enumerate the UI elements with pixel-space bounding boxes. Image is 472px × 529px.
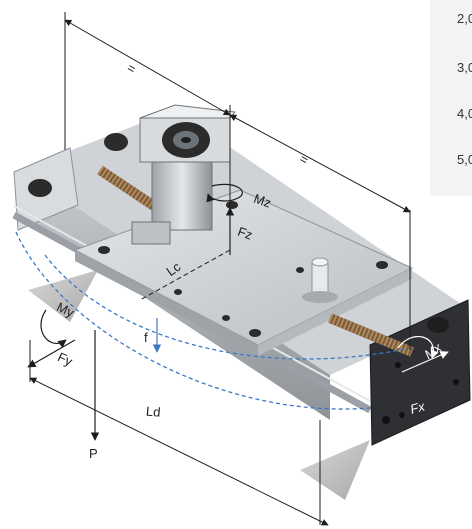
- carriage-plate-side: [75, 250, 258, 356]
- side-list-item: 2,0: [457, 11, 472, 26]
- plate-holes: [98, 201, 388, 337]
- label-eq-top: =: [125, 60, 139, 77]
- lead-screw-right: [328, 313, 414, 357]
- end-block-holes: [382, 362, 459, 424]
- label-fy: Fy: [55, 349, 75, 369]
- label-fx: Fx: [408, 398, 426, 416]
- label-mz: Mz: [252, 191, 273, 211]
- mz-arc: [206, 183, 243, 203]
- label-p: P: [89, 446, 98, 461]
- label-fz: Fz: [236, 224, 255, 243]
- right-support: [300, 440, 370, 500]
- dimension-line-top: [64, 19, 231, 116]
- label-my: My: [54, 299, 76, 320]
- side-list-item: 5,0: [457, 152, 472, 167]
- lc-dashed-line: [139, 249, 231, 301]
- end-cap-knob: [28, 179, 52, 197]
- fy-arrow: [27, 339, 76, 368]
- mx-arc: [397, 336, 439, 359]
- side-list-item: 4,0: [457, 106, 472, 121]
- side-list-panel: 2,0 3,0 4,0 5,0: [430, 0, 472, 196]
- deflection-curve: [44, 254, 411, 360]
- fx-arrow: [401, 351, 449, 373]
- dimension-line-ld: [29, 377, 329, 526]
- load-post: [302, 257, 338, 303]
- lead-screw-left: [97, 165, 163, 215]
- end-cap-knob: [427, 317, 449, 333]
- end-cap-knob: [104, 133, 128, 151]
- side-list-item: 3,0: [457, 60, 472, 75]
- deflection-curve: [15, 231, 371, 410]
- label-eq-right: =: [297, 151, 311, 168]
- carriage-plate-side: [258, 268, 412, 356]
- right-end-block: [369, 299, 471, 446]
- stepper-motor: [131, 104, 236, 245]
- label-ld: Ld: [145, 404, 161, 420]
- dimension-line-right: [229, 114, 411, 213]
- left-support: [28, 270, 98, 322]
- my-arc: [40, 309, 67, 348]
- label-f: f: [144, 330, 148, 345]
